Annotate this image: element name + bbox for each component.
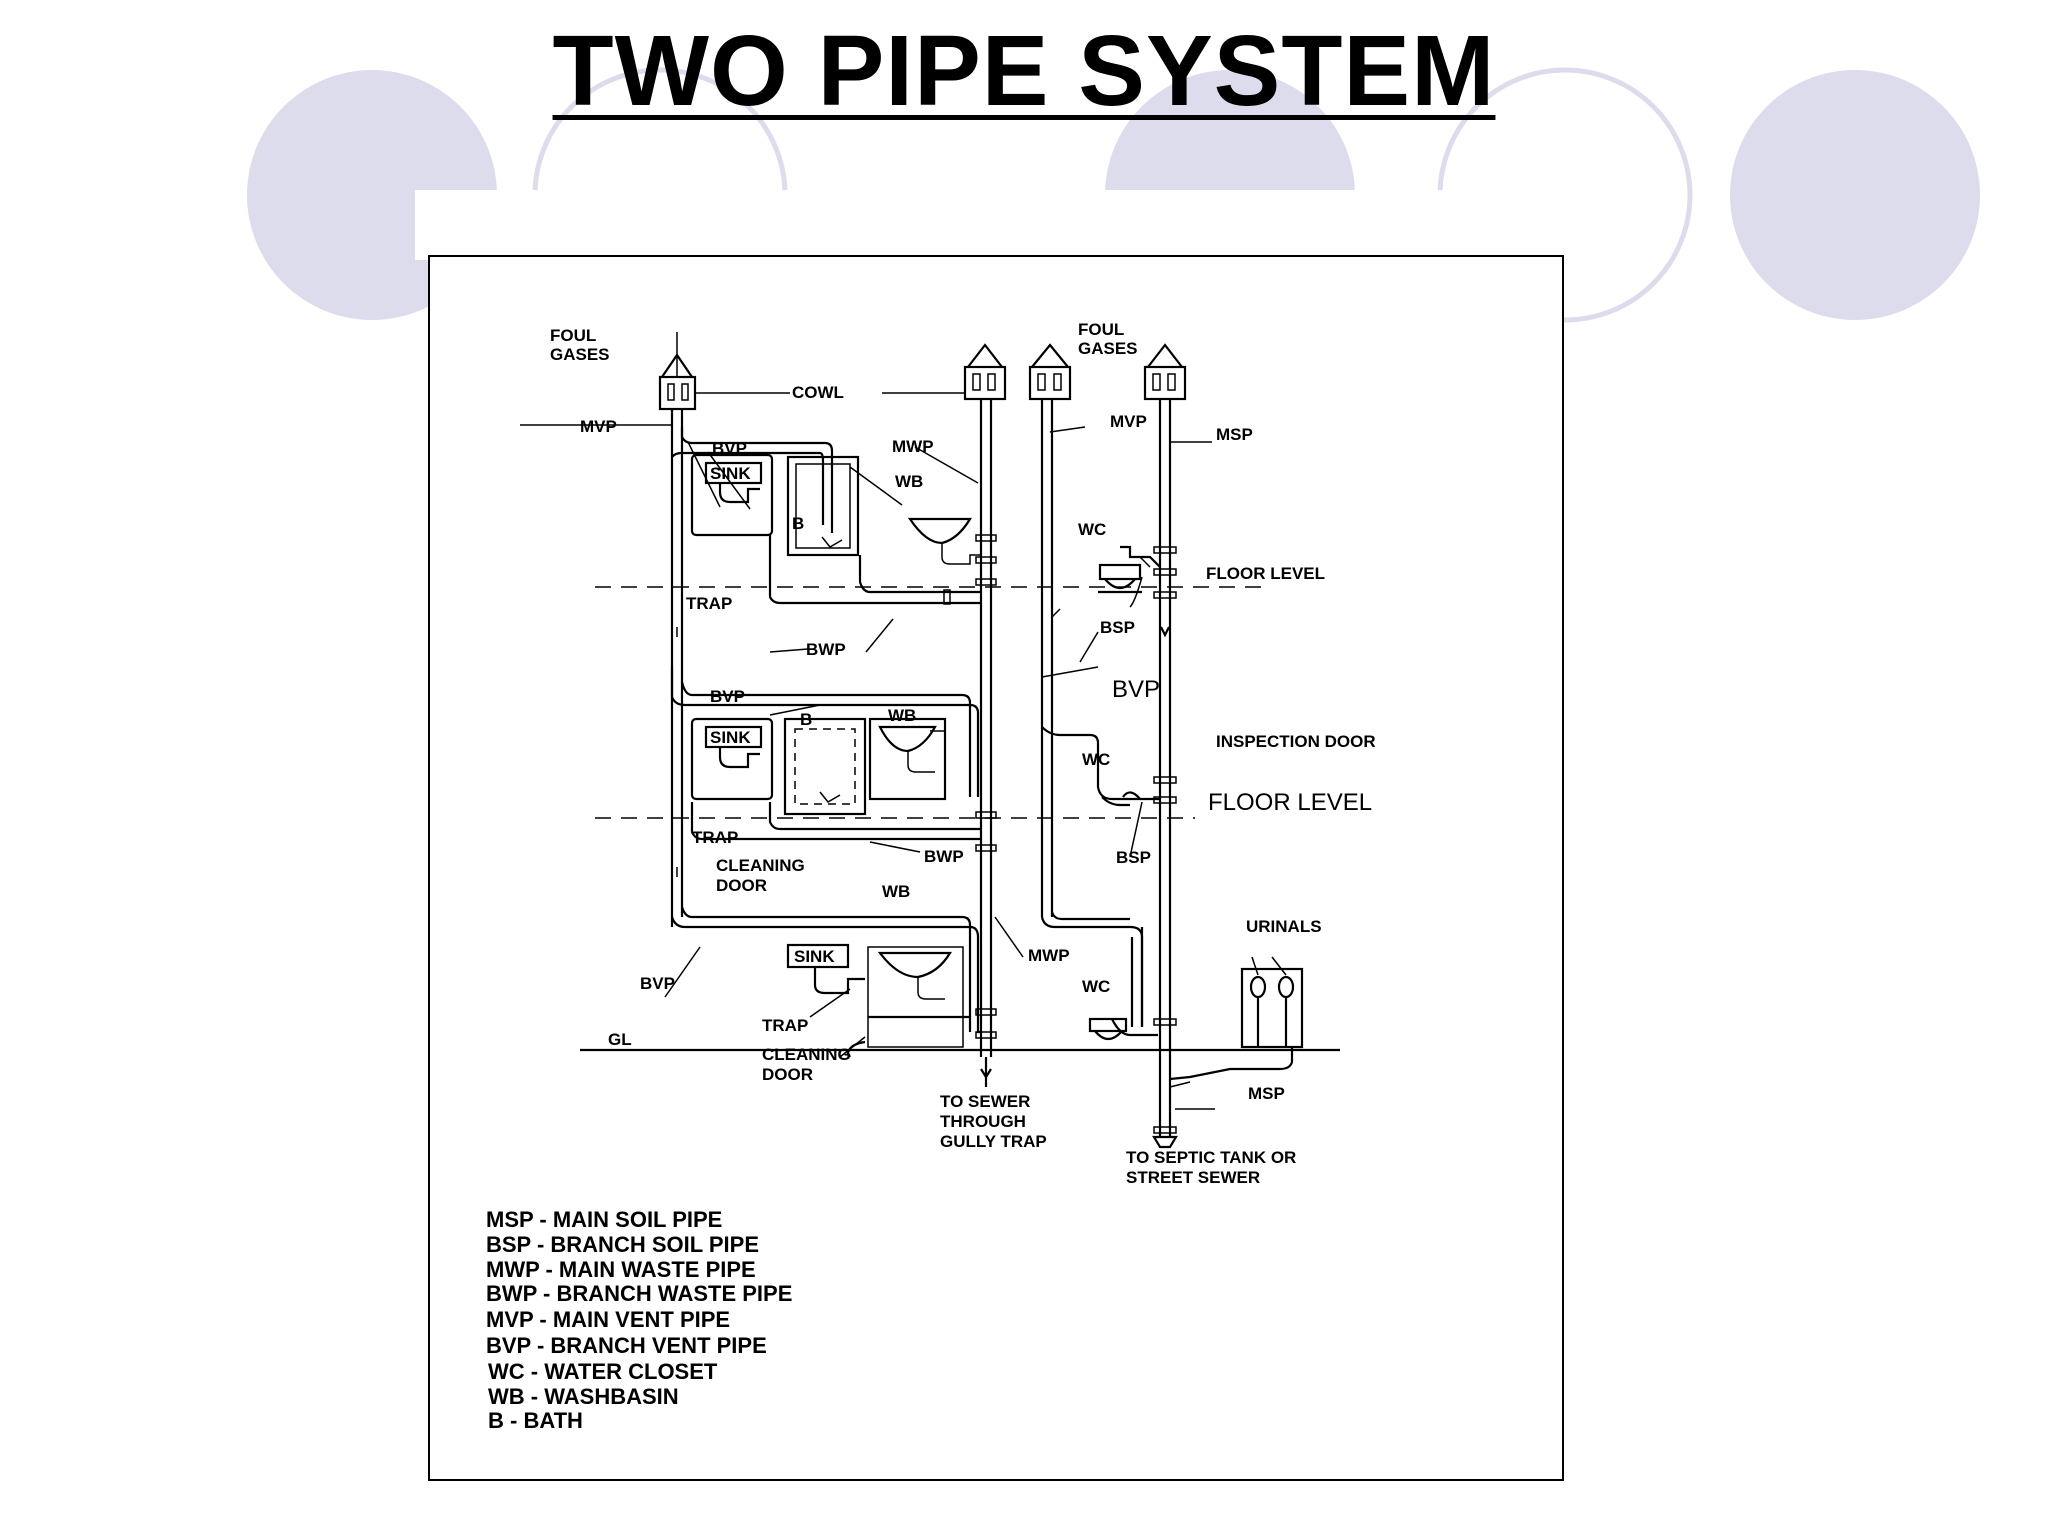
- label-trap-middle: TRAP: [692, 828, 738, 847]
- label-cleaning-door-middle: DOOR: [716, 876, 767, 895]
- branch-vent-middle: [670, 667, 980, 797]
- branch-vent-upper: [680, 427, 834, 533]
- label-bsp-upper: BSP: [1100, 618, 1135, 637]
- label-bath-middle: B: [800, 710, 812, 729]
- legend-item: BSP - BRANCH SOIL PIPE: [486, 1232, 759, 1257]
- label-wb-middle: WB: [888, 706, 916, 725]
- label-foul-gases-left: FOUL: [550, 326, 596, 345]
- water-closet-middle: [1041, 726, 1160, 807]
- label-wc-middle: WC: [1082, 750, 1110, 769]
- label-to-septic: STREET SEWER: [1126, 1168, 1260, 1187]
- label-wc-lower: WC: [1082, 977, 1110, 996]
- water-closet-lower: [1088, 927, 1158, 1041]
- label-to-sewer: THROUGH: [940, 1112, 1026, 1131]
- leader-lines: [520, 392, 1215, 1110]
- label-cowl: COWL: [792, 383, 844, 402]
- legend-item: MVP - MAIN VENT PIPE: [486, 1307, 730, 1332]
- label-wb-lower: WB: [882, 882, 910, 901]
- label-foul-gases-right: FOUL: [1078, 320, 1124, 339]
- label-bath-upper: B: [792, 514, 804, 533]
- label-sink-middle: SINK: [710, 728, 751, 747]
- diagram-frame: FOUL GASES COWL MVP BVP MWP WB SINK B TR…: [428, 255, 1564, 1481]
- branch-vent-lower: [670, 916, 981, 1034]
- branch-waste-middle: [690, 802, 981, 841]
- label-bvp-right: BVP: [1112, 676, 1160, 703]
- diagram-labels: FOUL GASES COWL MVP BVP MWP WB SINK B TR…: [550, 320, 1376, 1187]
- label-inspection-door: INSPECTION DOOR: [1216, 732, 1376, 751]
- label-msp-upper: MSP: [1216, 425, 1253, 444]
- legend-item: MWP - MAIN WASTE PIPE: [486, 1257, 756, 1282]
- legend-item: B - BATH: [488, 1408, 583, 1433]
- label-floor-level-upper: FLOOR LEVEL: [1206, 564, 1325, 583]
- label-trap-upper: TRAP: [686, 594, 732, 613]
- label-sink-upper: SINK: [710, 464, 751, 483]
- label-to-sewer: GULLY TRAP: [940, 1132, 1047, 1151]
- label-bvp-lower: BVP: [640, 974, 675, 993]
- branch-soil-upper: [1129, 576, 1143, 608]
- legend-item: BVP - BRANCH VENT PIPE: [486, 1333, 767, 1358]
- label-bsp-lower: BSP: [1116, 848, 1151, 867]
- label-bwp-upper: BWP: [806, 640, 846, 659]
- label-foul-gases-right: GASES: [1078, 339, 1138, 358]
- main-soil-pipe: [1143, 343, 1187, 1149]
- label-foul-gases-left: GASES: [550, 345, 610, 364]
- plumbing-diagram: FOUL GASES COWL MVP BVP MWP WB SINK B TR…: [486, 320, 1376, 1433]
- washbasin-upper: [907, 517, 981, 565]
- label-to-sewer: TO SEWER: [940, 1092, 1030, 1111]
- label-mvp-right: MVP: [1110, 412, 1147, 431]
- sink-middle: [690, 717, 774, 801]
- label-to-septic: TO SEPTIC TANK OR: [1126, 1148, 1296, 1167]
- sink-upper: [690, 453, 774, 537]
- label-urinals: URINALS: [1246, 917, 1322, 936]
- label-msp-lower: MSP: [1248, 1084, 1285, 1103]
- label-gl: GL: [608, 1030, 632, 1049]
- legend-item: WB - WASHBASIN: [488, 1384, 679, 1409]
- legend-item: WC - WATER CLOSET: [488, 1359, 718, 1384]
- washbasin-lower: [877, 951, 952, 1000]
- label-floor-level-lower: FLOOR LEVEL: [1208, 789, 1372, 816]
- label-trap-lower: TRAP: [762, 1016, 808, 1035]
- water-closet-upper: [1098, 545, 1161, 594]
- label-sink-lower: SINK: [794, 947, 835, 966]
- branch-waste-upper: [768, 535, 981, 605]
- bath-upper: [786, 455, 860, 557]
- main-vent-pipe-left: [658, 332, 697, 927]
- legend-item: BWP - BRANCH WASTE PIPE: [486, 1281, 792, 1306]
- label-wb-upper: WB: [895, 472, 923, 491]
- label-cleaning-door-lower: DOOR: [762, 1065, 813, 1084]
- page-title: TWO PIPE SYSTEM: [552, 15, 1496, 127]
- bath-middle: [783, 717, 867, 816]
- label-cleaning-door-middle: CLEANING: [716, 856, 805, 875]
- label-wc-upper: WC: [1078, 520, 1106, 539]
- label-mwp-upper: MWP: [892, 437, 934, 456]
- sink-lower: [786, 943, 964, 1048]
- label-mwp-lower: MWP: [1028, 946, 1070, 965]
- legend: MSP - MAIN SOIL PIPE BSP - BRANCH SOIL P…: [486, 1207, 792, 1433]
- washbasin-middle: [868, 717, 947, 801]
- main-waste-pipe: [963, 343, 1007, 1087]
- urinals: [1169, 956, 1304, 1081]
- deco-circle: [1730, 70, 1980, 320]
- label-bwp-middle: BWP: [924, 847, 964, 866]
- label-mvp-left: MVP: [580, 417, 617, 436]
- label-bvp-upper: BVP: [712, 439, 747, 458]
- label-cleaning-door-lower: CLEANING: [762, 1045, 851, 1064]
- legend-item: MSP - MAIN SOIL PIPE: [486, 1207, 722, 1232]
- label-bvp-middle: BVP: [710, 687, 745, 706]
